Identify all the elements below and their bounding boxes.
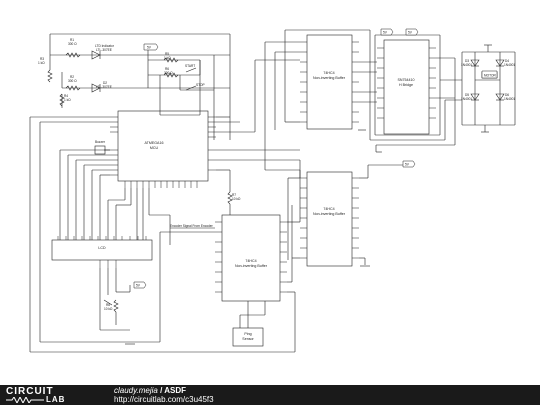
flag-5v-d: 5V	[405, 163, 410, 167]
buffer-mid-type: Non-inverting Buffer	[313, 212, 346, 216]
buffer-top-name: 74HC4	[323, 71, 334, 75]
d6-ref: D6	[505, 93, 509, 97]
r5-ref: R5	[165, 52, 169, 56]
author-line: claudy.mejia / ASDF	[114, 386, 186, 395]
r1-value: 300 Ω	[68, 42, 77, 46]
d2-part: LTL-307EE	[96, 85, 112, 89]
encoder-net-label: Encoder Signal From Encoder	[170, 224, 214, 228]
r8-value: 10 kΩ	[104, 307, 113, 311]
r6-value: 300 Ω	[164, 71, 173, 75]
flag-5v-b: 5V	[383, 31, 388, 35]
schematic-canvas: R1 300 Ω R2 300 Ω R3 1 kΩ R4 1 kΩ R5 1 k…	[29, 28, 515, 353]
d3-part: 1N4001	[461, 63, 472, 67]
r7-ref: R7	[232, 193, 236, 197]
r4-value: 1 kΩ	[64, 98, 71, 102]
r3-value: 1 kΩ	[38, 61, 45, 65]
stop-label: STOP	[196, 83, 205, 87]
r6-ref: R6	[165, 67, 169, 71]
r2-value: 300 Ω	[68, 79, 77, 83]
led-indicator-label: LTD Indicator	[95, 44, 115, 48]
d6-part: 1N4001	[504, 97, 515, 101]
d5-ref: D5	[465, 93, 469, 97]
buffer-bottom-type: Non-inverting Buffer	[235, 264, 268, 268]
flag-5v-a: 5V	[147, 46, 152, 50]
title-separator: /	[157, 386, 165, 395]
d2-ref: D2	[103, 81, 107, 85]
r4-ref: R4	[64, 94, 68, 98]
flag-5v-c: 5V	[408, 31, 413, 35]
circuitlab-logo[interactable]: CIRCUIT LAB	[6, 386, 96, 404]
r1-ref: R1	[70, 38, 74, 42]
r2-ref: R2	[70, 75, 74, 79]
buffer-mid-name: 74HC4	[323, 207, 334, 211]
circuit-title: ASDF	[164, 386, 187, 395]
mcu-name: ATMEGA16	[145, 141, 164, 145]
hbridge-type: H Bridge	[399, 83, 413, 87]
buzzer-label: Buzzer	[95, 140, 106, 144]
logo-zigzag-icon	[6, 397, 44, 403]
d5-part: 1N4001	[461, 97, 472, 101]
buffer-bottom-name: 74HC4	[245, 259, 256, 263]
lcd-label: LCD	[98, 246, 106, 250]
mcu-type: MCU	[150, 146, 159, 150]
footer-bar: CIRCUIT LAB claudy.mejia / ASDF http://c…	[0, 385, 540, 405]
logo-bottom-text: LAB	[46, 395, 66, 404]
r3-ref: R3	[40, 57, 44, 61]
circuit-url[interactable]: http://circuitlab.com/c3u45f3	[114, 395, 214, 404]
hbridge-name: SN754410	[398, 78, 415, 82]
led-indicator-part: LTL-307EE	[96, 48, 112, 52]
ping-line2: Sensor	[242, 337, 254, 341]
buffer-top-type: Non-inverting Buffer	[313, 76, 346, 80]
r8-ref: R8	[106, 303, 110, 307]
author-name[interactable]: claudy.mejia	[114, 386, 158, 395]
ping-line1: Ping	[244, 332, 251, 336]
flag-5v-e: 5V	[136, 284, 141, 288]
d4-part: 1N4001	[504, 63, 515, 67]
logo-top-text: CIRCUIT	[6, 386, 54, 397]
start-label: START	[185, 64, 195, 68]
r5-value: 1 kΩ	[164, 56, 171, 60]
motor-label: MOTOR	[484, 74, 497, 78]
d3-ref: D3	[465, 59, 469, 63]
r7-value: 10 kΩ	[232, 197, 241, 201]
d4-ref: D4	[505, 59, 509, 63]
